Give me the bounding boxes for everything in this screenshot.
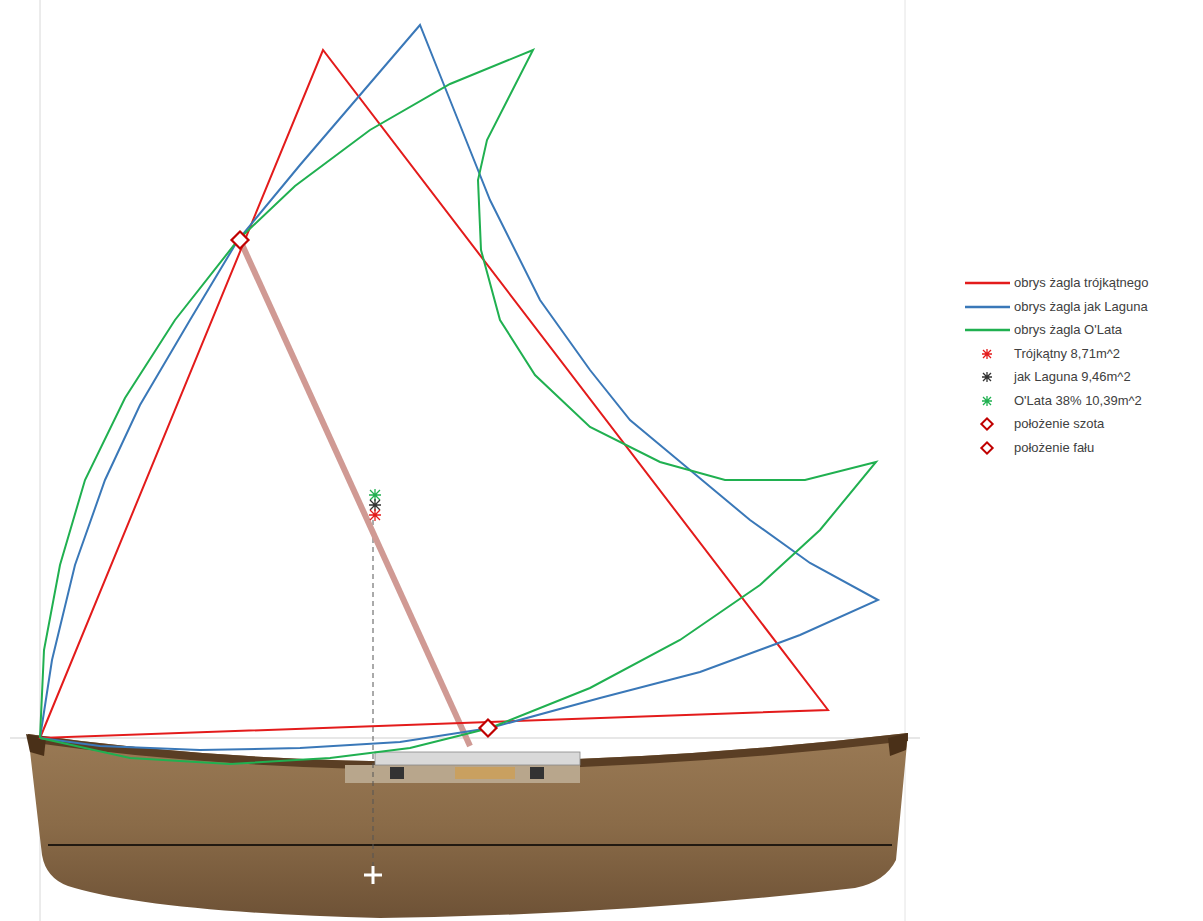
ce-line <box>373 520 374 868</box>
legend-text: O'Lata 38% 10,39m^2 <box>1014 393 1142 408</box>
halyard-point <box>232 232 249 249</box>
laguna-sail <box>40 25 878 750</box>
legend-text: Trójkątny 8,71m^2 <box>1014 346 1120 361</box>
hatch <box>455 767 515 779</box>
triangular-sail <box>40 50 828 738</box>
legend-text: obrys żagla O'Lata <box>1014 322 1122 337</box>
legend-sample <box>962 390 1012 412</box>
clr-mark <box>364 866 382 884</box>
legend-text: położenie fału <box>1014 440 1094 455</box>
legend-sample <box>962 296 1012 318</box>
legend-row: O'Lata 38% 10,39m^2 <box>962 390 1202 414</box>
port <box>530 767 544 779</box>
legend-row: położenie fału <box>962 437 1202 461</box>
legend-row: obrys żagla trójkątnego <box>962 272 1202 296</box>
cabin <box>345 765 580 783</box>
sheet-point <box>480 720 497 737</box>
port <box>390 767 404 779</box>
yard <box>240 240 470 746</box>
legend-sample <box>962 413 1012 435</box>
centroid-markers <box>369 489 381 521</box>
cabin-top <box>375 752 580 765</box>
legend-row: obrys żagla O'Lata <box>962 319 1202 343</box>
transom <box>888 733 908 756</box>
legend-text: położenie szota <box>1014 416 1104 431</box>
legend-row: obrys żagla jak Laguna <box>962 296 1202 320</box>
legend-row: położenie szota <box>962 413 1202 437</box>
frame-line <box>905 0 906 921</box>
legend-text: obrys żagla trójkątnego <box>1014 275 1148 290</box>
legend-text: jak Laguna 9,46m^2 <box>1014 369 1131 384</box>
legend-row: jak Laguna 9,46m^2 <box>962 366 1202 390</box>
legend-row: Trójkątny 8,71m^2 <box>962 343 1202 367</box>
legend: obrys żagla trójkątnego obrys żagla jak L… <box>962 272 1202 460</box>
waterline <box>48 844 892 846</box>
legend-sample <box>962 319 1012 341</box>
legend-sample <box>962 272 1012 294</box>
legend-sample <box>962 366 1012 388</box>
legend-text: obrys żagla jak Laguna <box>1014 299 1148 314</box>
legend-sample <box>962 437 1012 459</box>
legend-sample <box>962 343 1012 365</box>
olata-sail <box>40 50 876 764</box>
